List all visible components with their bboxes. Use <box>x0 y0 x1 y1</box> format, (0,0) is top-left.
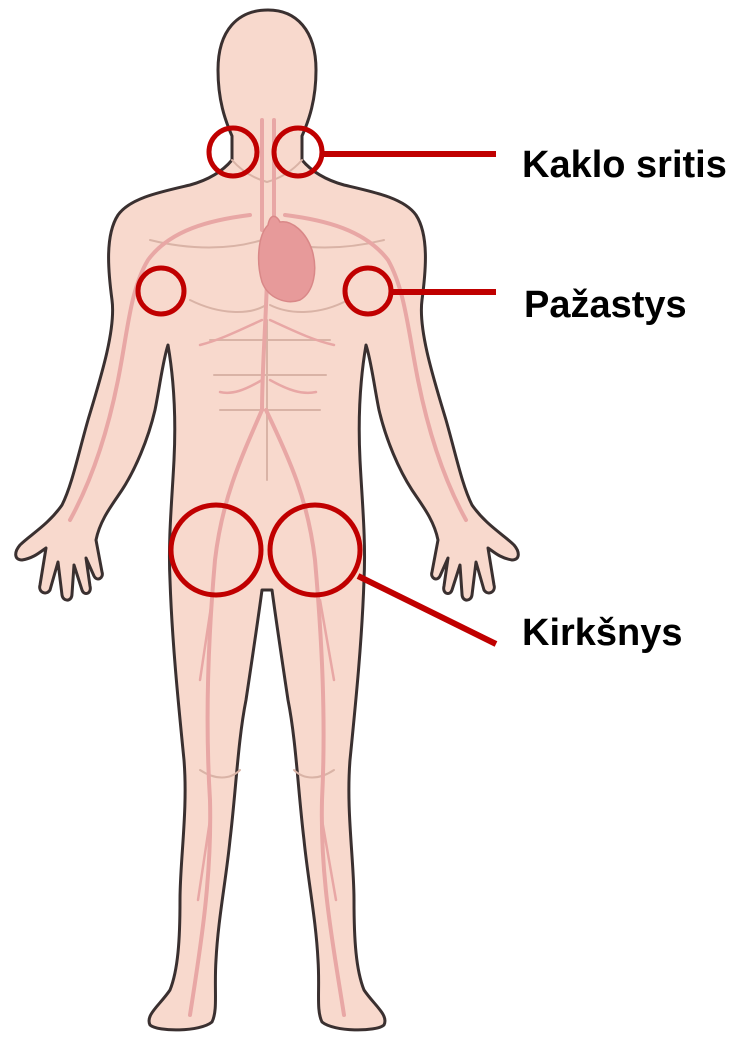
body-silhouette <box>16 10 519 1030</box>
groin-callout-line <box>358 576 496 644</box>
neck-label: Kaklo sritis <box>522 146 727 184</box>
body-figure <box>16 10 519 1030</box>
groin-label: Kirkšnys <box>522 614 683 652</box>
armpits-label: Pažastys <box>524 286 687 324</box>
